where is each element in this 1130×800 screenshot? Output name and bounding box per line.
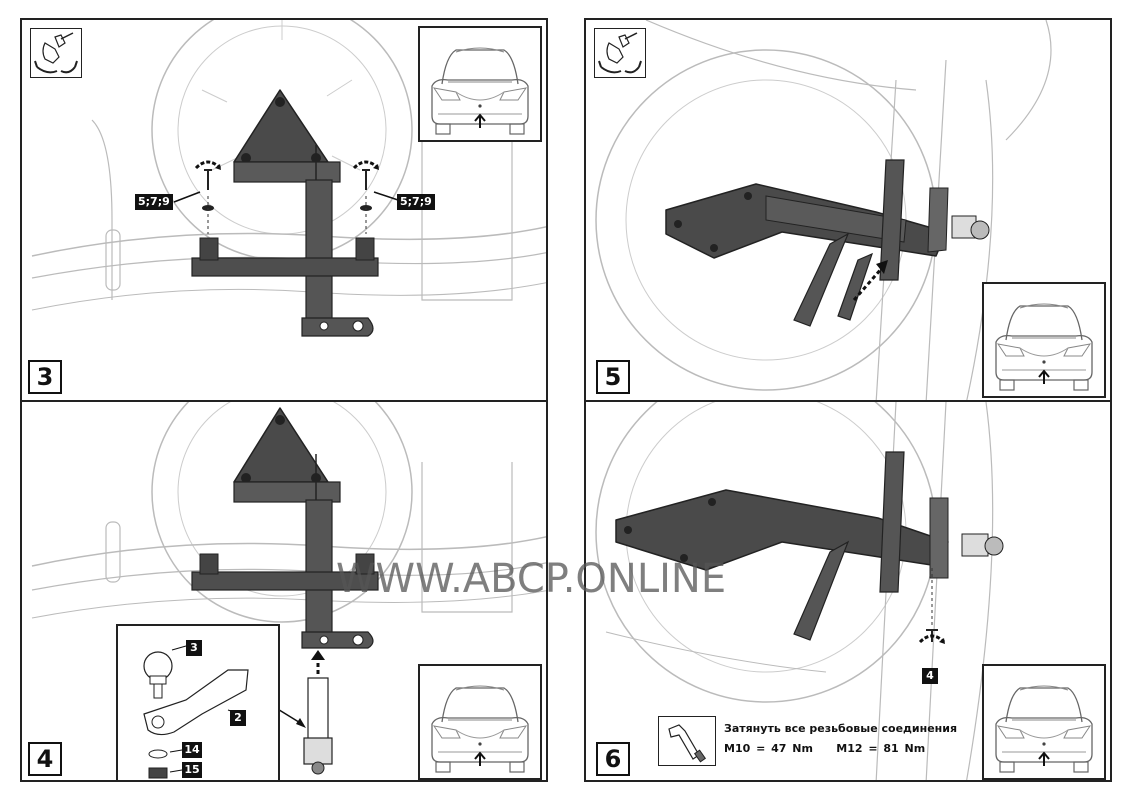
wrench-tool-icon	[30, 28, 82, 78]
tow-ball-parts-illustration	[143, 645, 249, 779]
torque-wrench-icon	[658, 716, 716, 766]
step-5-illustration	[595, 20, 1052, 400]
step-6-panel: 4 Затянуть все резьбовые соединения M10 …	[584, 400, 1112, 782]
step-number: 5	[596, 360, 630, 394]
step-number: 3	[28, 360, 62, 394]
part-callout: 15	[182, 762, 202, 778]
wrench-tool-icon	[594, 28, 646, 78]
part-callout: 5;7;9	[397, 194, 435, 210]
part-callout: 4	[922, 668, 938, 684]
step-4-illustration	[31, 402, 546, 775]
part-callout: 5;7;9	[135, 194, 173, 210]
car-rear-reference-icon	[982, 664, 1106, 780]
step-6-illustration	[595, 402, 1004, 780]
torque-m10: M10 = 47 Nm	[724, 742, 813, 755]
car-rear-reference-icon	[418, 26, 542, 142]
hitch-parts-inset: 3 2 14 15	[116, 624, 280, 780]
part-callout: 3	[186, 640, 202, 656]
part-callout: 2	[230, 710, 246, 726]
torque-instruction-text: Затянуть все резьбовые соединения	[724, 722, 958, 735]
rotation-arrows-icon	[194, 160, 223, 172]
car-rear-reference-icon	[418, 664, 542, 780]
step-number: 6	[596, 742, 630, 776]
torque-values: M10 = 47 Nm M12 = 81 Nm	[724, 742, 925, 755]
step-5-panel: 5	[584, 18, 1112, 402]
step-3-panel: 5;7;9 5;7;9 3	[20, 18, 548, 402]
watermark: WWW.ABCP.ONLINE	[336, 556, 727, 602]
torque-m12: M12 = 81 Nm	[836, 742, 926, 755]
part-callout: 14	[182, 742, 202, 758]
step-number: 4	[28, 742, 62, 776]
step-4-panel: 3 2 14 15 4	[20, 400, 548, 782]
step-3-illustration	[31, 20, 546, 337]
car-rear-reference-icon	[982, 282, 1106, 398]
torque-instructions: Затянуть все резьбовые соединения M10 = …	[724, 722, 974, 762]
